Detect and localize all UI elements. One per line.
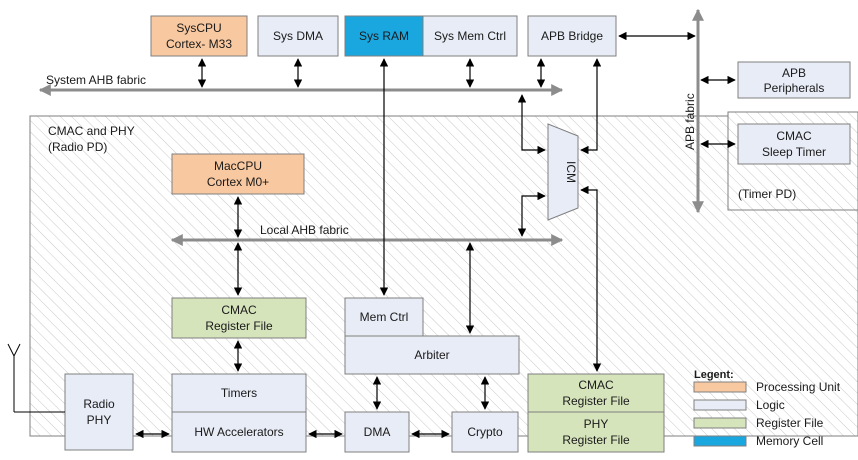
legend-swatch-memory (693, 435, 747, 447)
hw-accelerators-block: HW Accelerators (171, 411, 307, 453)
legend-label-memory: Memory Cell (756, 434, 823, 448)
apb-label: APB fabric (683, 93, 697, 150)
cmac-regfile-right-label-1: CMAC (578, 378, 614, 392)
dma-block: DMA (344, 411, 410, 453)
sys-mem-ctrl-block: Sys Mem Ctrl (422, 15, 518, 57)
sys-dma-label: Sys DMA (273, 29, 323, 43)
phy-regfile-label-2: Register File (562, 433, 630, 447)
icm-block: ICM (547, 123, 579, 221)
cmac-sleep-timer-block: CMAC Sleep Timer (737, 123, 851, 165)
radio-phy-box (64, 373, 134, 451)
cmac-sleep-timer-label-1: CMAC (776, 129, 812, 143)
phy-regfile-label-1: PHY (584, 417, 609, 431)
antenna-icon (7, 343, 65, 413)
dma-label: DMA (364, 425, 391, 439)
cmac-regfile-right-label-2: Register File (562, 394, 630, 408)
system-ahb-label: System AHB fabric (46, 73, 146, 87)
hw-accelerators-box (171, 411, 307, 453)
sys-ram-block: Sys RAM (344, 15, 424, 57)
timers-block: Timers (171, 373, 307, 413)
crypto-label: Crypto (467, 425, 503, 439)
sys-ram-box (344, 15, 424, 57)
legend-swatch-logic (693, 399, 747, 411)
region-cmac-phy-subtitle: (Radio PD) (48, 140, 107, 154)
radio-phy-label-2: PHY (87, 413, 112, 427)
sys-mem-ctrl-box (422, 15, 518, 57)
crypto-box (451, 411, 519, 453)
legend-label-processing: Processing Unit (756, 380, 841, 394)
region-timer-pd-label: (Timer PD) (738, 187, 796, 201)
conn-icm-regfile (580, 185, 602, 372)
timers-label: Timers (221, 386, 257, 400)
icm-shape (547, 123, 579, 221)
phy-regfile-block: PHY Register File (527, 411, 665, 453)
dma-box (344, 411, 410, 453)
legend-title: Legent: (694, 369, 734, 381)
apb-bridge-box (527, 15, 617, 57)
syscpu-box (150, 15, 248, 57)
syscpu-block: SysCPU Cortex- M33 (150, 15, 248, 57)
mem-ctrl-box (344, 297, 424, 337)
apb-peripherals-block: APB Peripherals (737, 61, 851, 99)
legend-swatch-processing (693, 381, 747, 393)
sys-mem-ctrl-label: Sys Mem Ctrl (434, 29, 506, 43)
sys-dma-box (257, 15, 339, 57)
timers-box (171, 373, 307, 413)
apb-bridge-block: APB Bridge (527, 15, 617, 57)
cmac-sleep-timer-label-2: Sleep Timer (762, 145, 826, 159)
phy-regfile-box (527, 411, 665, 453)
conn-icm-localahb (517, 191, 546, 237)
antenna-left-arm (7, 343, 15, 357)
region-cmac-phy: CMAC and PHY (Radio PD) (29, 115, 858, 437)
region-cmac-phy-title: CMAC and PHY (48, 124, 135, 138)
sys-ram-label: Sys RAM (359, 29, 409, 43)
legend-label-register: Register File (756, 416, 824, 430)
antenna-right-arm (13, 343, 21, 357)
cmac-regfile-right-block: CMAC Register File (527, 373, 665, 413)
maccpu-block: MacCPU Cortex M0+ (171, 153, 305, 195)
syscpu-label-1: SysCPU (176, 21, 221, 35)
arbiter-label: Arbiter (414, 348, 449, 362)
maccpu-label-2: Cortex M0+ (207, 175, 269, 189)
apb-bridge-label: APB Bridge (541, 29, 603, 43)
icm-label: ICM (564, 161, 578, 183)
apb-peripherals-box (737, 61, 851, 99)
maccpu-box (171, 153, 305, 195)
syscpu-label-2: Cortex- M33 (166, 37, 232, 51)
cmac-regfile-left-label-1: CMAC (221, 303, 257, 317)
radio-phy-label-1: Radio (83, 397, 115, 411)
legend-label-logic: Logic (756, 398, 785, 412)
cmac-regfile-left-label-2: Register File (205, 319, 273, 333)
local-ahb-label: Local AHB fabric (260, 223, 349, 237)
legend-swatch-register (693, 417, 747, 429)
radio-phy-block: Radio PHY (64, 373, 134, 451)
maccpu-label-1: MacCPU (214, 159, 262, 173)
apb-peripherals-label-1: APB (782, 66, 806, 80)
mem-ctrl-block: Mem Ctrl (344, 297, 424, 337)
hw-accelerators-label: HW Accelerators (194, 425, 283, 439)
conn-apbbridge-icm (580, 58, 602, 155)
mem-ctrl-label: Mem Ctrl (360, 310, 409, 324)
sys-dma-block: Sys DMA (257, 15, 339, 57)
legend: Legent: Processing Unit Logic Register F… (693, 369, 841, 448)
apb-peripherals-label-2: Peripherals (764, 81, 825, 95)
arbiter-box (344, 335, 520, 375)
conn-sysahb-icm (517, 94, 546, 155)
cmac-sleep-timer-box (737, 123, 851, 165)
arbiter-block: Arbiter (344, 335, 520, 375)
cmac-regfile-right-box (527, 373, 665, 413)
cmac-regfile-left-block: CMAC Register File (171, 297, 307, 339)
cmac-regfile-left-box (171, 297, 307, 339)
crypto-block: Crypto (451, 411, 519, 453)
